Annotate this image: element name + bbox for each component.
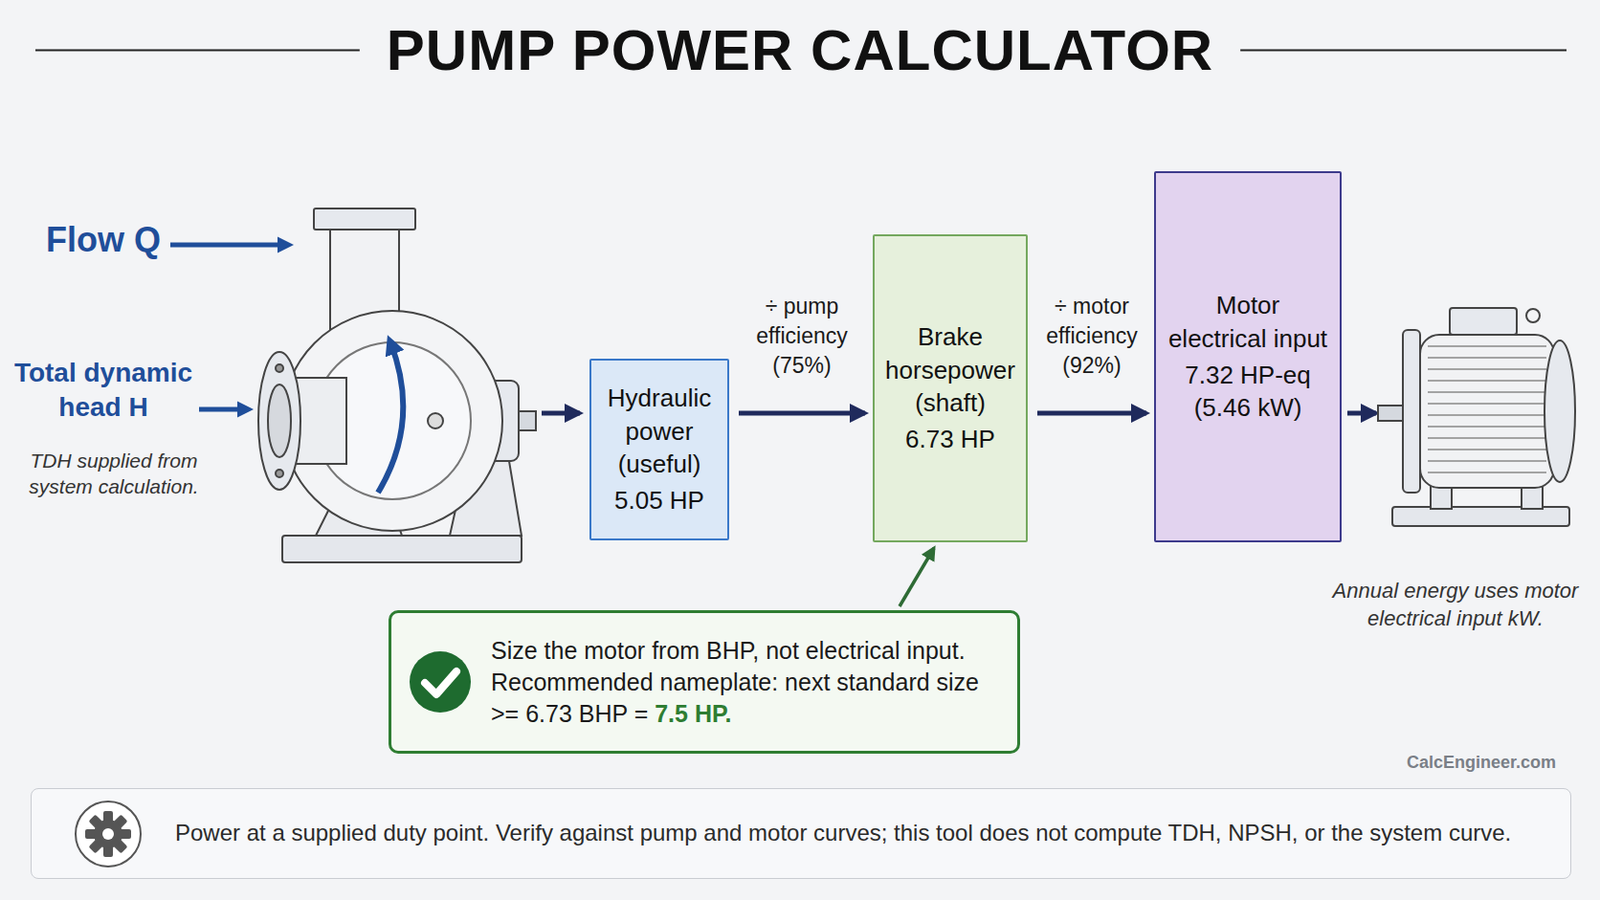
gear-icon	[71, 798, 145, 871]
motor-fin	[1427, 448, 1547, 451]
motor-input-arrow	[1347, 411, 1377, 417]
callout-leader-arrow	[899, 548, 934, 607]
pump-illustration	[258, 208, 536, 563]
flow-arrow	[738, 411, 866, 417]
hydraulic-power-box: Hydraulic power (useful)5.05 HP	[589, 358, 730, 541]
flow-arrow	[170, 243, 288, 248]
motor-illustration	[1377, 308, 1576, 527]
pump-output-arrow	[541, 411, 580, 417]
title-rule	[35, 49, 360, 52]
tdh-note: TDH supplied from system calculation.	[13, 447, 215, 501]
check-icon	[406, 648, 474, 716]
recommended-size: 7.5 HP.	[654, 700, 732, 728]
sizing-callout: Size the motor from BHP, not electrical …	[388, 610, 1021, 755]
page-title: PUMP POWER CALCULATOR	[386, 17, 1214, 84]
box-value: 7.32 HP-eq (5.46 kW)	[1165, 358, 1331, 425]
flow-label: Flow Q	[45, 218, 171, 264]
box-heading: Brake horsepower (shaft)	[882, 320, 1019, 420]
callout-text: Size the motor from BHP, not electrical …	[490, 637, 979, 728]
energy-note: Annual energy uses motor electrical inpu…	[1322, 577, 1589, 633]
motor-fin	[1427, 391, 1547, 394]
efficiency-label: ÷ motor efficiency (92%)	[1034, 291, 1150, 381]
motor-fin	[1427, 425, 1547, 428]
head-arrow	[199, 407, 247, 413]
box-heading: Hydraulic power (useful)	[599, 381, 720, 481]
title-rule	[1240, 49, 1567, 52]
head-label: Total dynamic head H	[7, 355, 200, 426]
motor-fin	[1427, 379, 1547, 382]
efficiency-label: ÷ pump efficiency (75%)	[744, 291, 860, 381]
motor-fin	[1427, 414, 1547, 417]
footer-text: Power at a supplied duty point. Verify a…	[175, 818, 1512, 849]
motor-fin	[1427, 345, 1547, 348]
watermark: CalcEngineer.com	[1406, 752, 1589, 775]
flow-arrow	[1037, 411, 1147, 417]
motor-fin	[1427, 402, 1547, 405]
box-heading: Motor electrical input	[1165, 288, 1331, 356]
motor-input-box: Motor electrical input7.32 HP-eq (5.46 k…	[1154, 171, 1342, 543]
callout-paragraph: Size the motor from BHP, not electrical …	[490, 635, 1000, 731]
motor-fin	[1427, 471, 1547, 474]
box-value: 6.73 HP	[905, 422, 996, 456]
box-value: 5.05 HP	[614, 484, 705, 517]
motor-fin	[1427, 368, 1547, 371]
motor-fin	[1427, 356, 1547, 359]
brake-horsepower-box: Brake horsepower (shaft)6.73 HP	[872, 234, 1028, 543]
motor-fin	[1427, 460, 1547, 463]
motor-fin	[1427, 437, 1547, 440]
footer-note: Power at a supplied duty point. Verify a…	[30, 788, 1572, 880]
